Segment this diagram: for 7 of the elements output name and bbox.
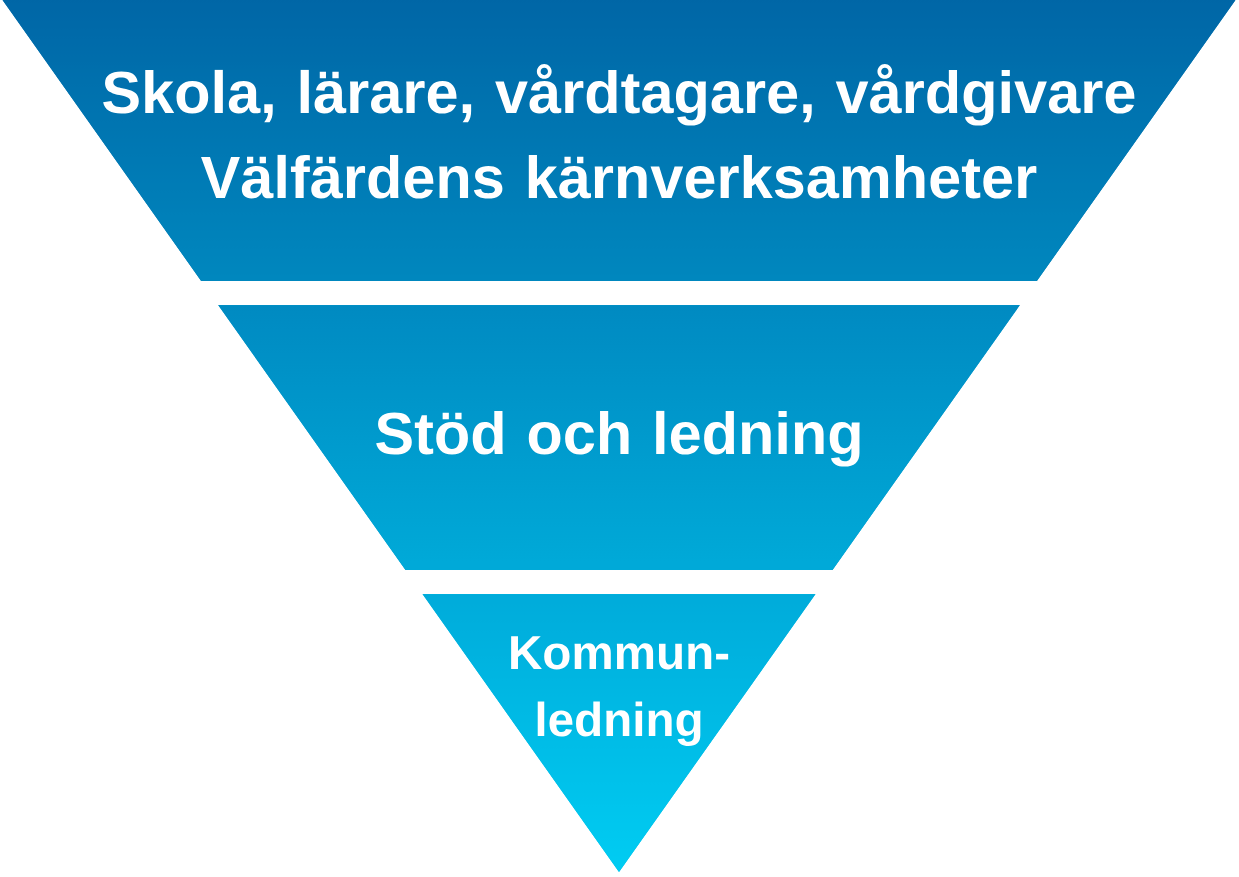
- pyramid-tier: [2, 0, 1236, 281]
- tier-label: Skola, lärare, vårdtagare, vårdgivare: [103, 64, 1135, 126]
- pyramid-tier: [218, 305, 1020, 570]
- tier-label: Stöd och ledning: [376, 410, 860, 467]
- tier-label: Välfärdens kärnverksamheter: [201, 154, 1037, 199]
- tier-label: Kommun- ledning: [511, 636, 729, 747]
- pyramid-tier: [422, 594, 816, 872]
